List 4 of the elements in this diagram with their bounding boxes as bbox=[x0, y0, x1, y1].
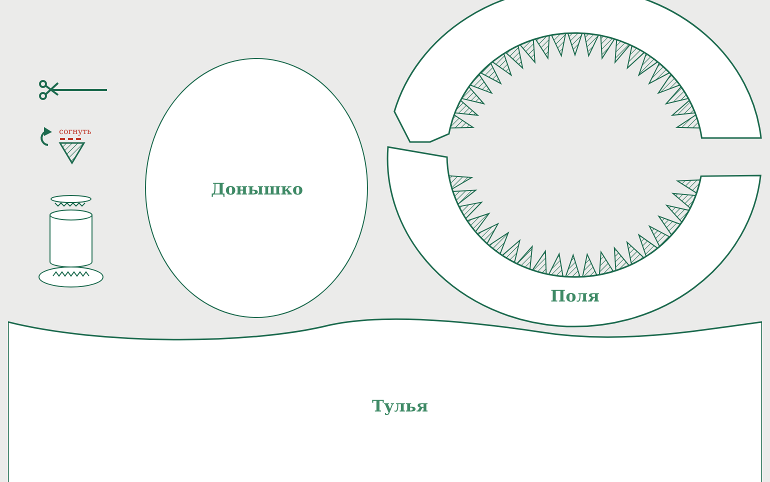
piece-label: Поля bbox=[550, 286, 600, 306]
fold-label: согнуть bbox=[59, 127, 92, 136]
piece-label: Донышко bbox=[210, 180, 304, 198]
piece-label: Тулья bbox=[372, 396, 428, 416]
